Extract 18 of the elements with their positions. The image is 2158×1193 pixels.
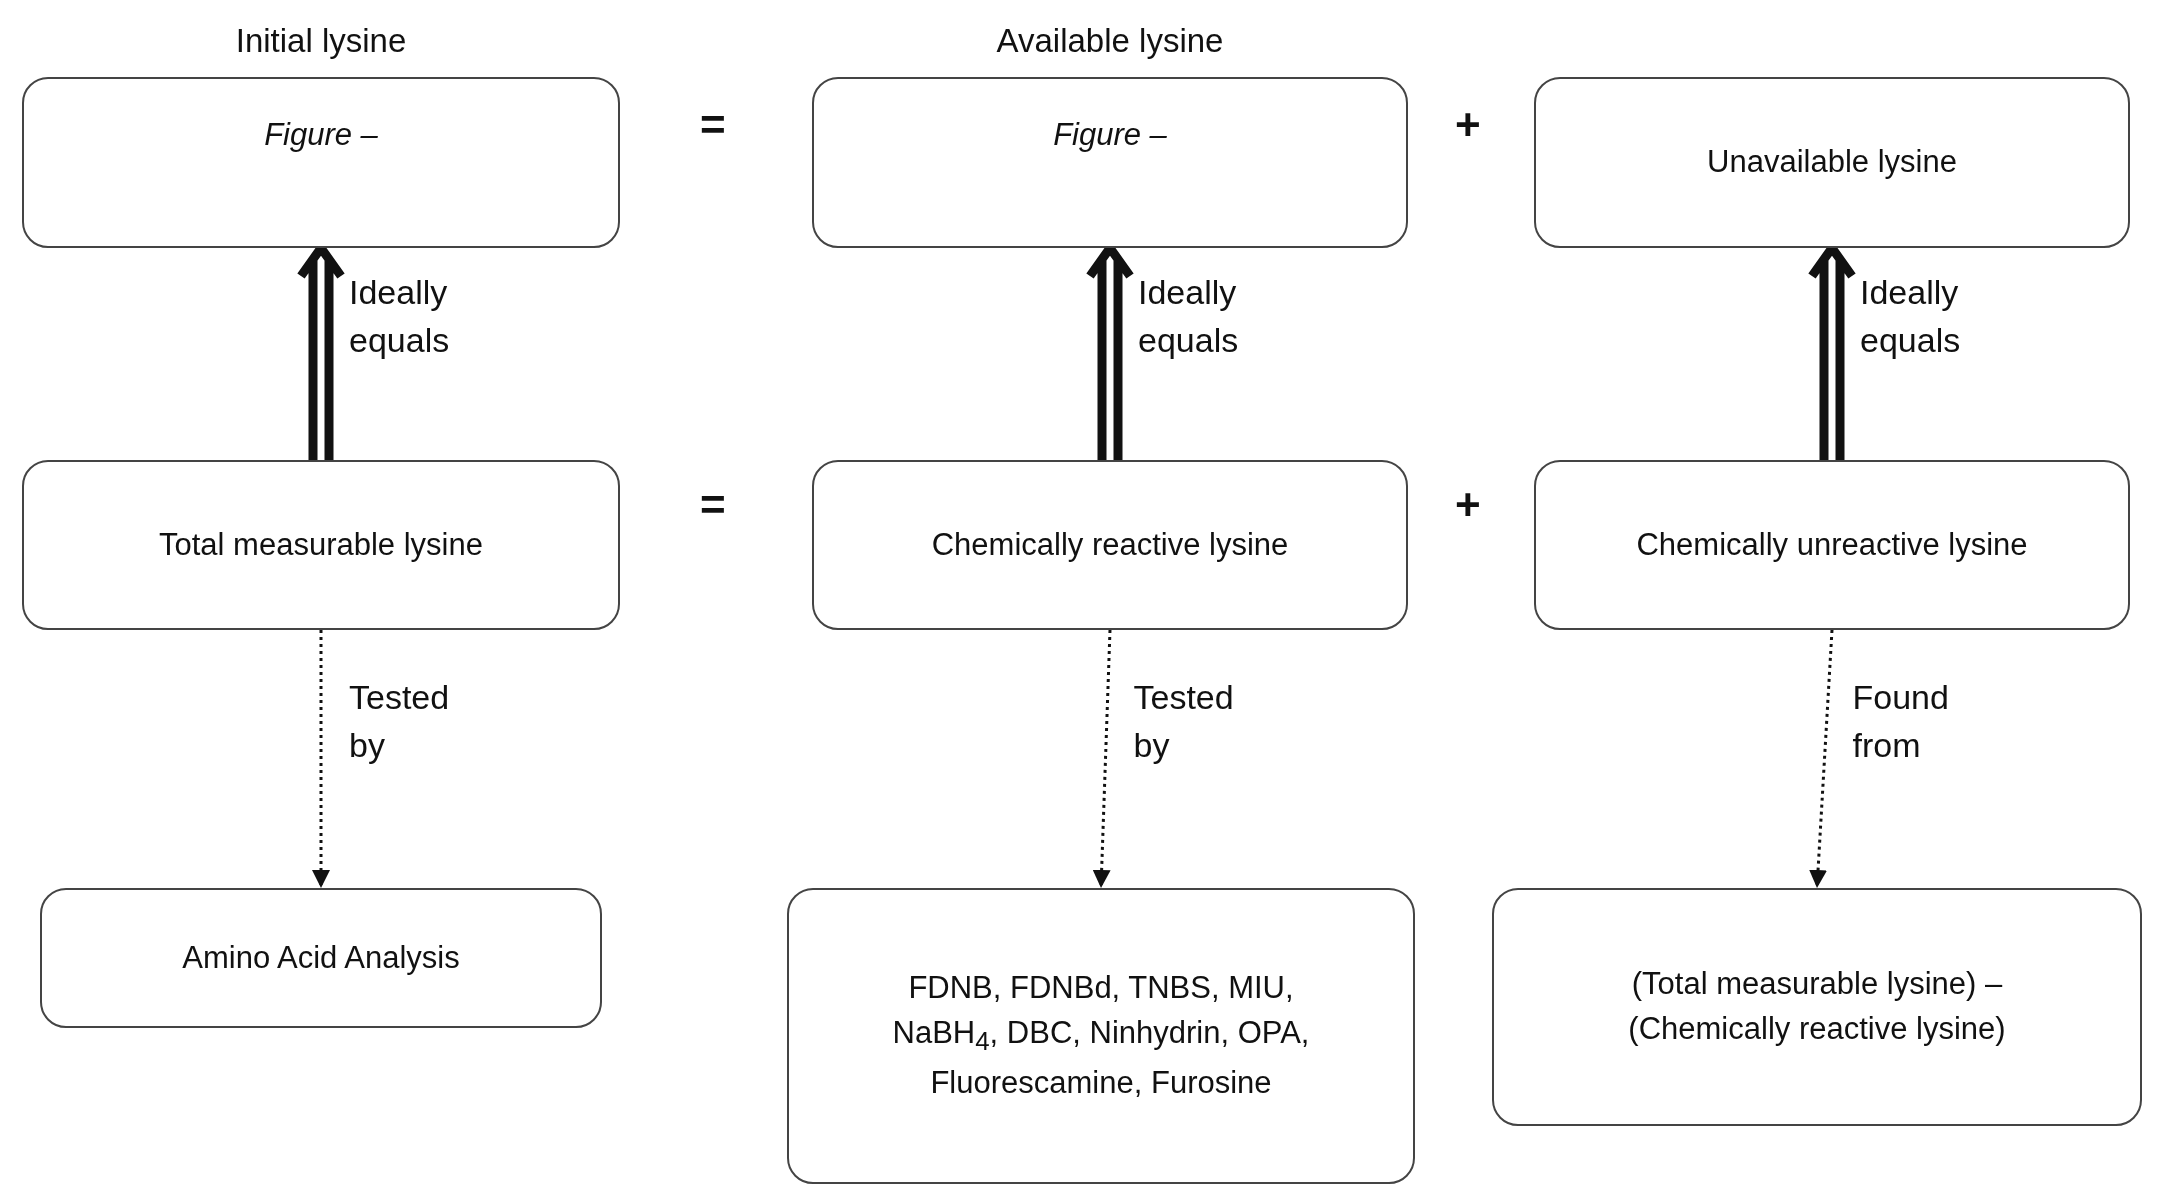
box-text: Total measurable lysine: [159, 525, 483, 564]
box-text: Chemically reactive lysine: [931, 525, 1289, 564]
box-text: Figure –: [264, 116, 378, 154]
operator-sign: =: [700, 480, 726, 530]
dotted-arrow: [312, 630, 330, 888]
operator-sign: =: [700, 100, 726, 150]
dotted-arrow: [1809, 629, 1834, 889]
dotted-arrow: [1092, 629, 1112, 889]
box-text: Chemically unreactive lysine: [1636, 525, 2028, 564]
box-text: Unavailable lysine: [1707, 143, 1957, 182]
box-heading: Initial lysine: [235, 22, 407, 60]
box-heading: Available lysine: [996, 22, 1224, 60]
operator-sign: +: [1455, 100, 1481, 150]
box-text: FDNB, FDNBd, TNBS, MIU, NaBH$_{4}$, DBC, Ninhydrin, OPA, Fluorescamine, Furosine: [891, 969, 1311, 1102]
box-text: Figure –: [1053, 116, 1167, 154]
operator-sign: +: [1455, 480, 1481, 530]
box-text: Amino Acid Analysis: [182, 938, 460, 977]
box-text: (Total measurable lysine) – (Chemically reactive lysine): [1627, 965, 2007, 1048]
